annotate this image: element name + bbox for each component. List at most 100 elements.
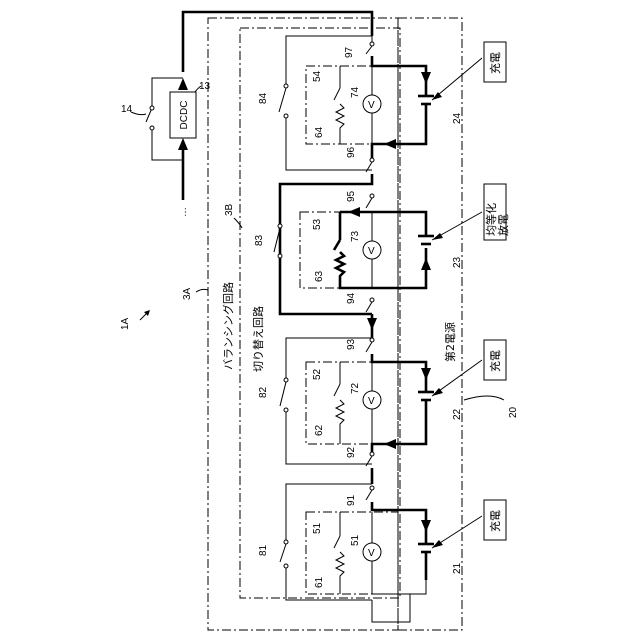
switching-circuit-label: 切り替え回路 (251, 306, 265, 372)
bal-82-wire-bottom (286, 412, 372, 464)
dcdc-label: DCDC (179, 101, 190, 130)
resistor-62-ref: 62 (314, 424, 325, 436)
discharge-arrow-up (421, 258, 431, 270)
bal-81-ref: 81 (258, 544, 269, 556)
mid-return-arrow (384, 439, 396, 449)
equalize-label-line2: 放電 (496, 214, 510, 236)
voltmeter-71-symbol: V (368, 548, 375, 559)
switching-ref: 3B (224, 203, 235, 216)
bal-82-blade (280, 382, 286, 406)
bal-81-contact-b (284, 564, 288, 568)
cell-24-to-23-bus (280, 174, 372, 314)
battery-21-ref: 21 (452, 562, 463, 574)
sw-96-contact (370, 158, 374, 162)
rail-arrow-down (178, 138, 188, 150)
switch-14-contact-a (150, 106, 154, 110)
link-arrow-down (367, 318, 377, 330)
rail-arrow-up (178, 78, 188, 90)
cell-group-24: 84 97 54 64 V 74 24 96 (258, 36, 482, 314)
sw-51-ref: 51 (312, 522, 323, 534)
top-return-path (372, 104, 426, 158)
charge-label-bottom: 充電 (488, 510, 502, 532)
bottom-charge-path (372, 502, 426, 544)
sw-54-blade (334, 88, 340, 100)
sw-93-blade (366, 342, 372, 352)
ellipsis: … (178, 207, 189, 217)
sw-95-contact (370, 194, 374, 198)
voltmeter-74-symbol: V (368, 100, 375, 111)
sw-95-blade (366, 198, 372, 208)
bal-84-wire-top (286, 36, 372, 84)
bal-84-ref: 84 (258, 92, 269, 104)
sw-94-blade (366, 302, 372, 312)
top-charge-arrow (421, 72, 431, 84)
power-source-leader (464, 396, 504, 400)
bottom-ground-loop (372, 580, 426, 622)
discharge-arrow-left (348, 207, 360, 217)
sw-52-ref: 52 (312, 368, 323, 380)
bal-83-ref: 83 (254, 234, 265, 246)
charge-label-top: 充電 (488, 52, 502, 74)
voltmeter-72-ref: 72 (350, 382, 361, 394)
sw-93-contact (370, 338, 374, 342)
bal-82-contact-b (284, 408, 288, 412)
mid-return-path (372, 400, 426, 452)
bal-84-contact-a (284, 84, 288, 88)
equalize-label-line1: 均等化 (484, 203, 498, 236)
bal-81-blade (280, 544, 286, 562)
sw-92-contact (370, 452, 374, 456)
cell-group-21: 81 91 51 61 V 51 21 (258, 484, 482, 622)
figure-ref: 1A (120, 317, 131, 330)
bal-82-wire-top (286, 338, 372, 378)
voltmeter-71-ref: 51 (350, 534, 361, 546)
voltmeter-73-ref: 73 (350, 230, 361, 242)
charge-label-third: 充電 (488, 350, 502, 372)
battery-24-charge-leader (432, 58, 482, 100)
switch-14-ref: 14 (121, 104, 133, 115)
resistor-64-ref: 64 (314, 126, 325, 138)
resistor-64 (336, 104, 344, 144)
sw-97-ref: 97 (344, 46, 355, 58)
battery-22-ref: 22 (452, 408, 463, 420)
balancing-circuit-label: バランシング回路 (221, 282, 235, 370)
bal-82-ref: 82 (258, 386, 269, 398)
voltmeter-72-symbol: V (368, 396, 375, 407)
sw-94-ref: 94 (346, 292, 357, 304)
sw-91-ref: 91 (346, 494, 357, 506)
battery-23-ref: 23 (452, 256, 463, 268)
second-power-source-ref: 20 (508, 406, 519, 418)
sw-92-ref: 92 (346, 446, 357, 458)
bal-83-contact-a (278, 224, 282, 228)
sw-97-contact (370, 42, 374, 46)
voltmeter-73-symbol: V (368, 246, 375, 257)
resistor-63-ref: 63 (314, 270, 325, 282)
balancing-ref-leader (196, 289, 208, 292)
sw-95-ref: 95 (346, 190, 357, 202)
resistor-61 (336, 552, 344, 594)
bal-82-contact-a (284, 378, 288, 382)
sw-54-ref: 54 (312, 70, 323, 82)
switching-ref-leader (234, 218, 242, 228)
battery-24-ref: 24 (452, 112, 463, 124)
sw-94-contact (370, 298, 374, 302)
bal-84-contact-b (284, 114, 288, 118)
sw-52-blade (334, 384, 340, 396)
sw-93-ref: 93 (346, 338, 357, 350)
sw-91-blade (366, 490, 372, 500)
voltmeter-74-ref: 74 (350, 86, 361, 98)
sw-91-contact (370, 486, 374, 490)
top-power-rail (183, 12, 372, 72)
second-power-source-label: 第2電源 (443, 322, 457, 362)
resistor-61-ref: 61 (314, 576, 325, 588)
sw-51-blade (334, 536, 340, 548)
bal-84-blade (279, 88, 286, 112)
sw-53-ref: 53 (312, 218, 323, 230)
bal-81-wire-bottom (286, 568, 372, 600)
bal-83-contact-b (278, 254, 282, 258)
sw-53-blade (334, 240, 340, 250)
switch-14-leader (131, 112, 146, 115)
balancing-ref: 3A (182, 287, 193, 300)
mid-charge-arrow (421, 368, 431, 380)
